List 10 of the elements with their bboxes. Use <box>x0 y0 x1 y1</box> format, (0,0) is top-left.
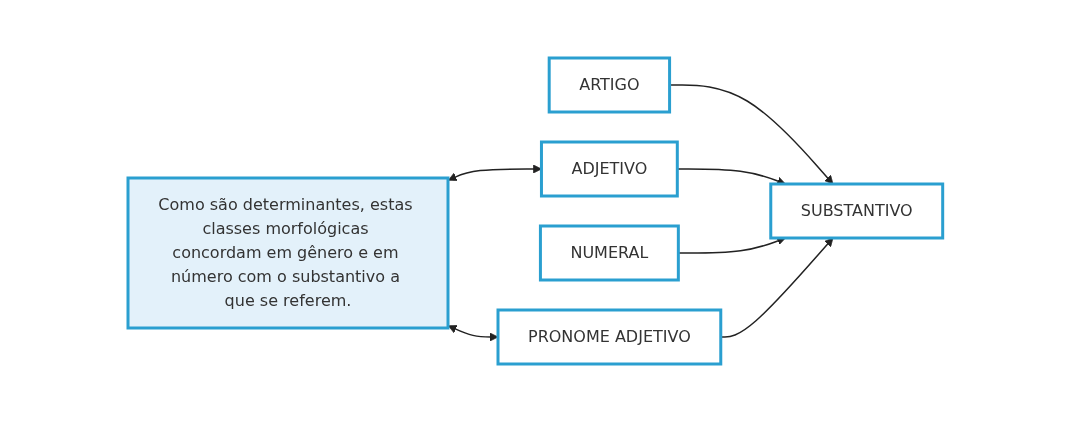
arrow <box>720 237 834 338</box>
arrow <box>448 324 499 341</box>
arrow <box>448 164 542 181</box>
node-box: SUBSTANTIVO <box>769 182 945 239</box>
node-box: NUMERAL <box>539 224 680 281</box>
arrow <box>669 83 834 184</box>
node-box: ADJETIVO <box>540 140 679 197</box>
node-box: ARTIGO <box>547 56 672 113</box>
node-box: Como são determinantes, estas classes morfológicas concordam em gênero e em número com o substantivo a que se referem. <box>126 176 450 329</box>
node-box: PRONOME ADJETIVO <box>496 308 723 365</box>
